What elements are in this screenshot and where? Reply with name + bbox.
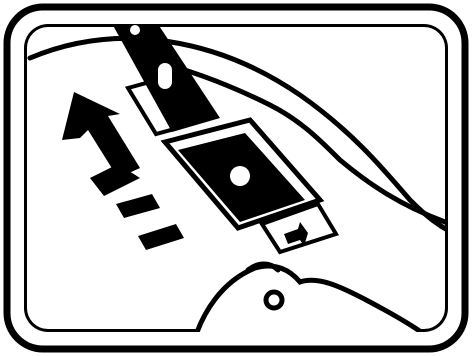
hole-icon bbox=[230, 166, 250, 186]
lower-device-port bbox=[266, 292, 282, 308]
strap-keyhole bbox=[158, 63, 172, 89]
strap-hole bbox=[130, 25, 140, 35]
